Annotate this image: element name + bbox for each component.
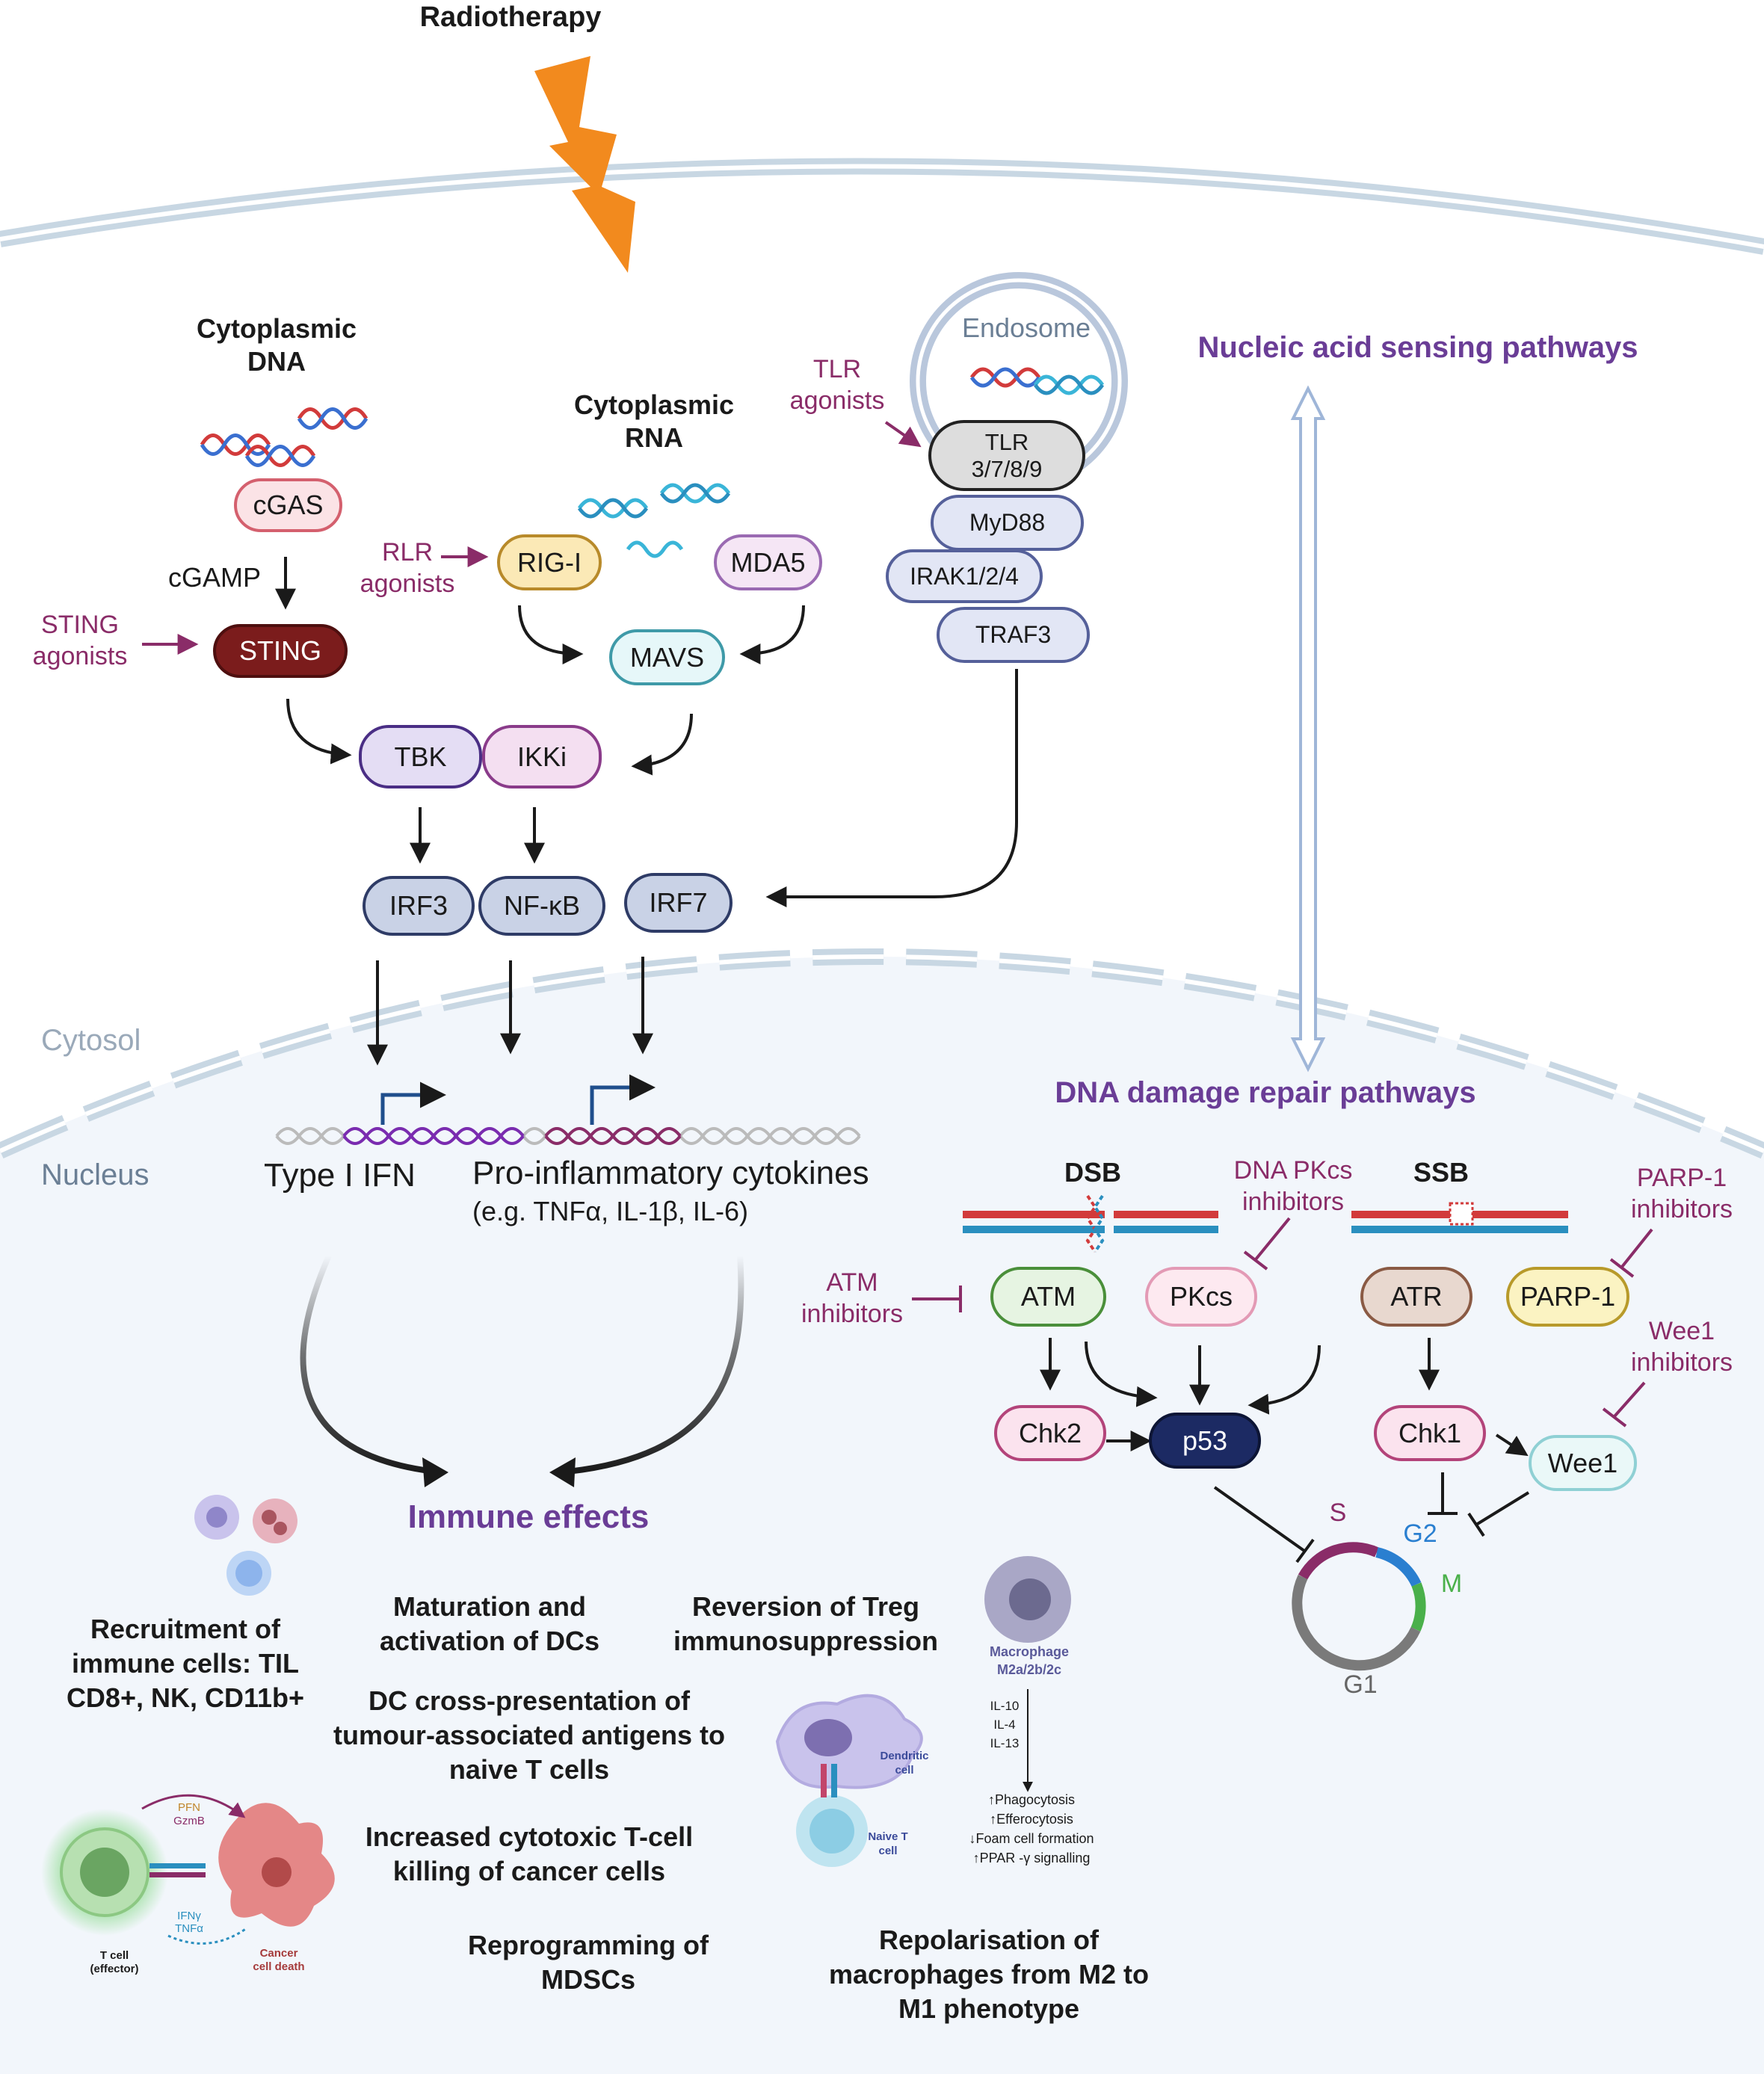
phase-s-label: S (1329, 1499, 1347, 1527)
immune-cells-icon (194, 1495, 297, 1596)
dendritic-cell-icon (775, 1694, 923, 1789)
nfkb-node: NF-κB (478, 876, 605, 936)
endosome-label: Endosome (961, 312, 1091, 343)
atr-node: ATR (1360, 1267, 1472, 1327)
lightning-bolt-icon (534, 56, 635, 273)
gene-dna (275, 1074, 861, 1145)
dsb-label: DSB (1064, 1157, 1122, 1188)
wee1-node: Wee1 (1529, 1435, 1637, 1491)
nucleus-region (0, 957, 1764, 2074)
pfn-label: PFN (178, 1801, 200, 1814)
irak-node: IRAK1/2/4 (886, 549, 1043, 603)
pathway-arrows (275, 557, 1018, 1066)
ssb-label: SSB (1413, 1157, 1470, 1188)
mda5-node: MDA5 (714, 534, 822, 590)
proinflammatory-label: Pro-inflammatory cytokines (472, 1155, 869, 1191)
ssb-dna-icon (1351, 1202, 1568, 1233)
cytoplasmic-rna-icon (577, 483, 731, 558)
pkcs-node: PKcs (1145, 1267, 1257, 1327)
endosome-nucleic-acid-icon (969, 367, 1105, 395)
radiotherapy-label: Radiotherapy (419, 1, 602, 33)
phase-g2-label: G2 (1403, 1519, 1437, 1548)
irf7-node: IRF7 (624, 873, 733, 933)
phase-g1-label: G1 (1343, 1670, 1378, 1699)
tnfa-label: TNFα (175, 1922, 203, 1935)
p53-node: p53 (1149, 1413, 1261, 1469)
traf3-node: TRAF3 (937, 607, 1090, 663)
tbk-node: TBK (359, 725, 482, 788)
nucleic-acid-title: Nucleic acid sensing pathways (1197, 331, 1638, 364)
ddr-arrows (1040, 1338, 1529, 1457)
nucleus-label: Nucleus (41, 1158, 149, 1191)
agonist-arrows (142, 421, 922, 655)
immune-arrows (300, 1254, 744, 1487)
dsb-dna-icon (963, 1194, 1218, 1253)
macrophage-effects: ↑Phagocytosis↑Efferocytosis↓Foam cell fo… (969, 1792, 1094, 1865)
double-arrow (1290, 385, 1326, 1073)
t-cell-killing-icon (41, 1794, 335, 1945)
irf3-node: IRF3 (363, 876, 475, 936)
cgamp-label: cGAMP (167, 562, 262, 593)
cell-cycle-inhibition (1213, 1472, 1530, 1564)
myd88-node: MyD88 (931, 495, 1084, 551)
inhibition-lines (912, 1217, 1653, 1428)
ifng-label: IFNγ (177, 1910, 201, 1922)
cell-cycle-ring (1292, 1542, 1426, 1671)
sting-node: STING (213, 624, 348, 678)
chk1-node: Chk1 (1374, 1405, 1486, 1461)
cytokine-examples-label: (e.g. TNFα, IL-1β, IL-6) (472, 1196, 748, 1226)
cgas-node: cGAS (234, 478, 342, 532)
cytosol-label: Cytosol (41, 1024, 141, 1057)
phase-m-label: M (1440, 1570, 1463, 1598)
mavs-node: MAVS (609, 629, 725, 685)
ddr-title: DNA damage repair pathways (1055, 1076, 1476, 1109)
type1-ifn-label: Type I IFN (264, 1157, 416, 1194)
parp1-node: PARP-1 (1506, 1267, 1629, 1327)
chk2-node: Chk2 (994, 1405, 1106, 1461)
cytoplasmic-dna-icon (200, 407, 368, 467)
atm-node: ATM (990, 1267, 1106, 1327)
gzmb-label: GzmB (173, 1815, 205, 1827)
ikki-node: IKKi (482, 725, 602, 788)
macrophage-icon (984, 1556, 1071, 1643)
naive-t-cell-icon (796, 1764, 868, 1867)
t-cell-label: T cell(effector) (90, 1949, 139, 1975)
immune-effects-title: Immune effects (407, 1499, 650, 1535)
rig-i-node: RIG-I (497, 534, 602, 590)
